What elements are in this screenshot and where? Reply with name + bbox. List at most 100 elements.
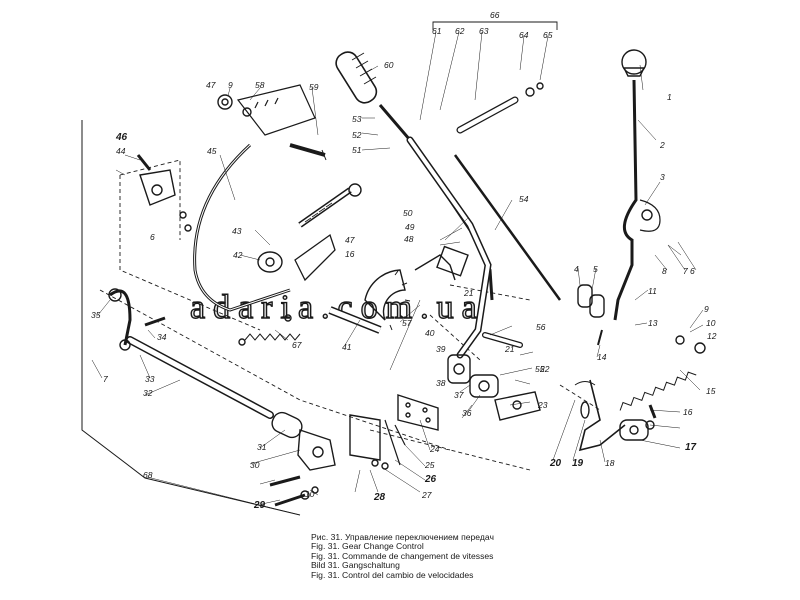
callout-50: 50	[403, 208, 413, 218]
bracket-3	[639, 199, 661, 232]
caption-ru: Рис. 31. Управление переключением переда…	[311, 532, 494, 542]
callout-9: 9	[704, 304, 709, 314]
callout-51: 51	[352, 145, 362, 155]
callout-58: 58	[255, 80, 265, 90]
callout-63: 63	[479, 26, 489, 36]
lever-35	[109, 289, 132, 346]
caption-es: Fig. 31. Control del cambio de velocidad…	[311, 569, 474, 580]
clamp-30	[297, 429, 336, 471]
callout-46: 46	[115, 132, 128, 143]
callout-6: 6	[150, 232, 155, 242]
link-45	[193, 143, 291, 312]
lever-18	[578, 379, 626, 452]
callout-10: 10	[305, 489, 315, 499]
callout-42: 42	[233, 250, 243, 260]
callout-56: 56	[536, 322, 546, 332]
dashed-guide-2	[99, 289, 531, 471]
plate-25	[349, 414, 381, 461]
callout-39: 39	[436, 344, 446, 354]
callout-47: 47	[206, 80, 216, 90]
callout-10: 10	[706, 318, 716, 328]
callout-4: 4	[574, 264, 579, 274]
plate-24	[397, 394, 439, 431]
callout-31: 31	[257, 442, 267, 452]
dashed-guide-3	[429, 284, 601, 411]
callout-54: 54	[519, 194, 529, 204]
callout-20: 20	[549, 458, 562, 469]
callout-12: 12	[707, 331, 717, 341]
block-23	[494, 391, 541, 421]
callout-41: 41	[342, 342, 352, 352]
callout-44: 44	[116, 146, 126, 156]
callout-43: 43	[232, 226, 242, 236]
lever-2	[613, 79, 638, 321]
callout-7: 7	[683, 266, 688, 276]
callout-36: 36	[462, 408, 472, 418]
handle-60	[335, 51, 378, 104]
callout-29: 29	[253, 500, 266, 511]
callout-55: 55	[535, 364, 545, 374]
callout-23: 23	[537, 400, 548, 410]
callout-18: 18	[605, 458, 615, 468]
block-38	[447, 354, 471, 384]
callout-21: 21	[504, 344, 515, 354]
bracket-66	[432, 21, 558, 30]
callout-25: 25	[424, 460, 435, 470]
callout-33: 33	[145, 374, 155, 384]
callout-40: 40	[425, 328, 435, 338]
callout-16: 16	[345, 249, 355, 259]
callout-65: 65	[543, 30, 553, 40]
callout-53: 53	[352, 114, 362, 124]
callout-48: 48	[404, 234, 414, 244]
callout-6: 6	[690, 266, 695, 276]
block-36	[469, 374, 499, 398]
callout-47: 47	[345, 235, 355, 245]
callout-15: 15	[706, 386, 716, 396]
callout-14: 14	[597, 352, 607, 362]
callout-24: 24	[429, 444, 440, 454]
callout-26: 26	[424, 474, 437, 485]
callout-67: 67	[292, 340, 302, 350]
callout-11: 11	[648, 286, 657, 296]
callout-16: 16	[683, 407, 693, 417]
callout-3: 3	[660, 172, 665, 182]
callout-9: 9	[228, 80, 233, 90]
callout-38: 38	[436, 378, 446, 388]
callout-17: 17	[685, 442, 697, 453]
callout-52: 52	[352, 130, 362, 140]
callout-13: 13	[648, 318, 658, 328]
spring-67	[244, 333, 301, 341]
caption-de: Bild 31. Gangschaltung	[311, 560, 400, 571]
callout-22: 22	[539, 364, 550, 374]
callout-7: 7	[103, 374, 108, 384]
callout-30: 30	[250, 460, 260, 470]
callout-66: 66	[490, 10, 500, 20]
callout-62: 62	[455, 26, 465, 36]
callout-49: 49	[405, 222, 415, 232]
callout-8: 8	[662, 266, 667, 276]
callout-32: 32	[143, 388, 153, 398]
caption-en: Fig. 31. Gear Change Control	[311, 541, 424, 552]
figure-caption-block: Рис. 31. Управление переключением переда…	[311, 532, 571, 580]
callout-2: 2	[659, 140, 665, 150]
callout-5: 5	[593, 264, 598, 274]
callout-60: 60	[384, 60, 394, 70]
callout-45: 45	[207, 146, 217, 156]
leader-lines	[91, 31, 704, 516]
knob-1	[621, 49, 647, 77]
callout-34: 34	[157, 332, 167, 342]
callout-28: 28	[373, 492, 386, 503]
callout-61: 61	[432, 26, 442, 36]
caption-fr: Fig. 31. Commande de changement de vites…	[311, 550, 494, 561]
bracket-58	[236, 84, 316, 136]
callout-68: 68	[143, 470, 153, 480]
callout-37: 37	[454, 390, 464, 400]
callout-59: 59	[309, 82, 319, 92]
callout-21: 21	[463, 288, 474, 298]
callout-19: 19	[572, 458, 584, 469]
rod-54	[453, 154, 562, 301]
callout-27: 27	[421, 490, 432, 500]
spring-15	[619, 371, 697, 411]
